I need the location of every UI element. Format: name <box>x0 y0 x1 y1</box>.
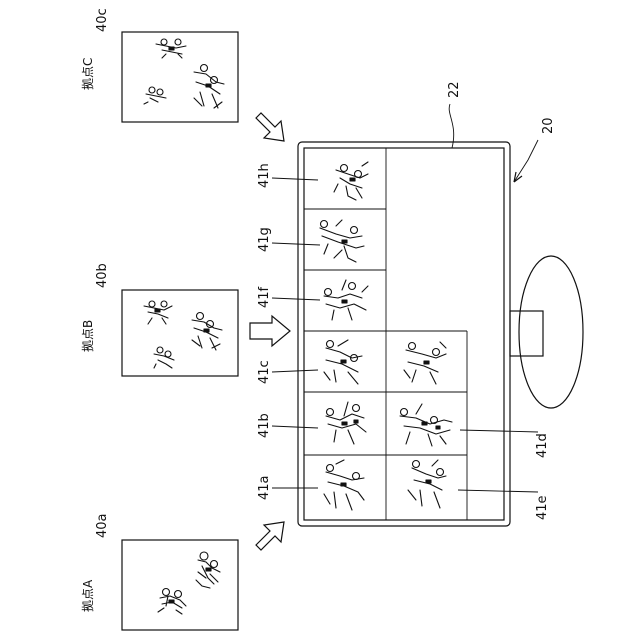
tile-41b-image <box>326 402 366 444</box>
tile-leader-41h <box>272 178 318 180</box>
tile-label-41d: 41d <box>535 433 550 458</box>
tile-41d-image <box>400 404 452 446</box>
site-a-wrestlers-illustration <box>158 552 220 614</box>
tile-label-41a: 41a <box>257 475 272 500</box>
site-c-photo <box>122 32 238 122</box>
site-a-name: 拠点A <box>81 579 95 612</box>
tile-41e-image <box>408 460 446 508</box>
ref-label-40c: 40c <box>95 8 110 32</box>
tile-label-41h: 41h <box>257 163 272 188</box>
ref-label-20: 20 <box>541 117 556 134</box>
tile-label-41e: 41e <box>535 495 550 520</box>
tile-leader-41e <box>458 490 538 492</box>
tile-leader-41d <box>460 430 538 432</box>
tile-leader-41g <box>272 243 320 245</box>
arrow-from-site-b-icon <box>250 316 290 346</box>
site-b-wrestlers-illustration <box>144 301 222 368</box>
tile-41h-image <box>334 162 368 200</box>
ref-label-40a: 40a <box>95 513 110 538</box>
tile-leader-41b <box>272 426 318 428</box>
tile-41f-image <box>324 280 368 320</box>
ref-leader-20 <box>514 140 538 182</box>
site-a-photo <box>122 540 238 630</box>
tile-label-41c: 41c <box>257 360 272 384</box>
tile-41c-right-image <box>404 342 446 384</box>
site-b-photo <box>122 290 238 376</box>
tile-label-41b: 41b <box>257 413 272 438</box>
site-b-name: 拠点B <box>81 320 95 352</box>
tile-41c-image <box>324 340 362 384</box>
tile-41a-image <box>324 460 364 510</box>
tile-leader-41f <box>272 298 320 300</box>
tile-leader-41c <box>272 370 318 372</box>
site-c-wrestlers-illustration <box>144 39 224 108</box>
arrow-from-site-a-icon <box>256 522 284 550</box>
ref-label-22: 22 <box>447 81 462 98</box>
tile-label-41f: 41f <box>257 286 272 308</box>
tile-label-41g: 41g <box>257 227 272 252</box>
site-c-name: 拠点C <box>81 58 95 90</box>
arrow-from-site-c-icon <box>256 113 284 141</box>
screen-grid <box>304 148 467 520</box>
display-device <box>298 142 583 526</box>
ref-label-40b: 40b <box>95 263 110 288</box>
tile-41g-image <box>320 220 364 262</box>
ref-leader-20-arrowhead <box>514 172 522 182</box>
